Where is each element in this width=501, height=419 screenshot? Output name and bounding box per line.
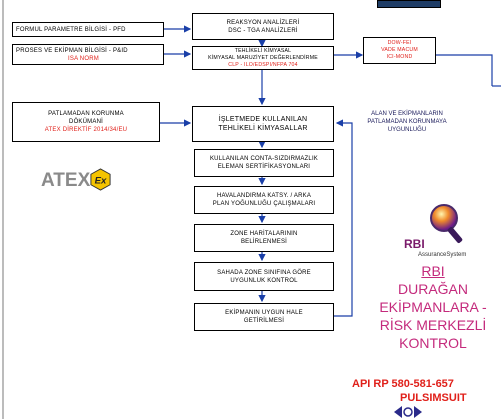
- ex-hexagon-icon: Ex: [90, 168, 111, 191]
- box-tehlikeli-line3: CLP - ILO/EDSPI/NFPA 704: [228, 61, 298, 68]
- box-conta-line1: KULLANILAN CONTA-SIZDIRMAZLIK: [209, 156, 319, 162]
- box-saha: SAHADA ZONE SINIFINA GÖRE UYGUNLUK KONTR…: [194, 262, 334, 291]
- box-dow-fei: DOW-FEI VADE MACUM ICI-MOND: [363, 37, 436, 64]
- note-line2: PATLAMADAN KORUNMAYA: [367, 119, 447, 125]
- box-zone-line1: ZONE HARİTALARININ: [230, 231, 298, 237]
- box-formul: FORMUL PARAMETRE BİLGİSİ - PFD: [12, 22, 164, 37]
- top-dark-box: [377, 0, 441, 8]
- svg-text:Ex: Ex: [95, 175, 107, 186]
- rbi-logo-word: RBI: [404, 237, 425, 251]
- arrow-feedback-loop: [334, 119, 353, 317]
- rbi-line2: EKİPMANLARA -: [379, 299, 487, 315]
- rbi-line4: KONTROL: [399, 335, 467, 351]
- connector-dow-right: [436, 54, 493, 86]
- box-dow-line2: VADE MACUM: [381, 47, 418, 53]
- rbi-text-block: RBI DURAĞAN EKİPMANLARA - RİSK MERKEZLİ …: [348, 262, 501, 352]
- rbi-line1: DURAĞAN: [397, 281, 468, 297]
- box-havalandirma-line1: HAVALANDIRMA KATSY. / ARKA: [216, 193, 312, 199]
- box-formul-text: FORMUL PARAMETRE BİLGİSİ - PFD: [16, 26, 126, 33]
- note-line1: ALAN VE EKİPMANLARIN: [371, 111, 443, 117]
- box-havalandirma-line2: PLAN YOĞUNLUĞU ÇALIŞMALARI: [212, 201, 316, 207]
- box-isletmede-line1: İŞLETMEDE KULLANILAN: [218, 116, 308, 123]
- box-proses: PROSES VE EKİPMAN BİLGİSİ - P&ID ISA NOR…: [12, 44, 164, 65]
- box-reaksiyon: REAKSYON ANALİZLERİ DSC - TGA ANALİZLERİ: [192, 13, 334, 40]
- box-tehlikeli-line1: TEHLİKELİ KİMYASAL: [234, 47, 292, 54]
- atex-logo: ATEX: [41, 170, 91, 191]
- box-proses-text: PROSES VE EKİPMAN BİLGİSİ - P&ID: [16, 47, 128, 54]
- box-reaksiyon-line2: DSC - TGA ANALİZLERİ: [228, 27, 298, 34]
- box-reaksiyon-line1: REAKSYON ANALİZLERİ: [226, 19, 300, 26]
- box-patlama-atex: ATEX DİREKTİF 2014/34/EU: [44, 127, 128, 133]
- box-conta: KULLANILAN CONTA-SIZDIRMAZLIK ELEMAN SER…: [194, 149, 334, 177]
- box-ekipman: EKİPMANIN UYGUN HALE GETİRİLMESİ: [194, 303, 334, 331]
- box-tehlikeli-line2: KİMYASAL MARUZİYET DEĞERLENDİRME: [208, 54, 318, 61]
- box-patlama-line1: PATLAMADAN KORUNMA: [48, 111, 124, 117]
- puls-cursor-icon: [394, 406, 422, 418]
- box-patlama-line2: DÖKÜMANİ: [69, 119, 103, 125]
- box-dow-line3: ICI-MOND: [386, 54, 413, 60]
- box-saha-line1: SAHADA ZONE SINIFINA GÖRE: [217, 269, 311, 276]
- box-zone: ZONE HARİTALARININ BELİRLENMESİ: [194, 224, 334, 252]
- feedback-note: ALAN VE EKİPMANLARIN PATLAMADAN KORUNMAY…: [352, 110, 462, 134]
- box-proses-norm: ISA NORM: [68, 55, 99, 62]
- rbi-magnifier-icon: [430, 204, 463, 244]
- box-isletmede: İŞLETMEDE KULLANILAN TEHLİKELİ KİMYASALL…: [192, 106, 334, 142]
- box-dow-line1: DOW-FEI: [387, 40, 412, 46]
- box-zone-line2: BELİRLENMESİ: [240, 239, 288, 245]
- rbi-logo-subtitle: AssuranceSystem: [418, 252, 467, 258]
- box-havalandirma: HAVALANDIRMA KATSY. / ARKA PLAN YOĞUNLUĞ…: [194, 186, 334, 214]
- box-conta-line2: ELEMAN SERTİFİKASYONLARI: [217, 164, 311, 170]
- box-ekipman-line2: GETİRİLMESİ: [243, 318, 285, 324]
- rbi-title: RBI: [421, 263, 445, 279]
- box-patlama: PATLAMADAN KORUNMA DÖKÜMANİ ATEX DİREKTİ…: [12, 102, 160, 142]
- box-ekipman-line1: EKİPMANIN UYGUN HALE: [225, 310, 303, 316]
- rbi-line3: RİSK MERKEZLİ: [379, 317, 487, 333]
- note-line3: UYGUNLUĞU: [387, 127, 427, 133]
- api-standard: API RP 580-581-657: [352, 378, 454, 390]
- box-tehlikeli-kimyasal: TEHLİKELİ KİMYASAL KİMYASAL MARUZİYET DE…: [192, 46, 334, 70]
- box-saha-line2: UYGUNLUK KONTROL: [230, 277, 298, 284]
- box-isletmede-line2: TEHLİKELİ KİMYASALLAR: [218, 125, 308, 132]
- pulsimsuit-label: PULSIMSUIT: [400, 392, 467, 404]
